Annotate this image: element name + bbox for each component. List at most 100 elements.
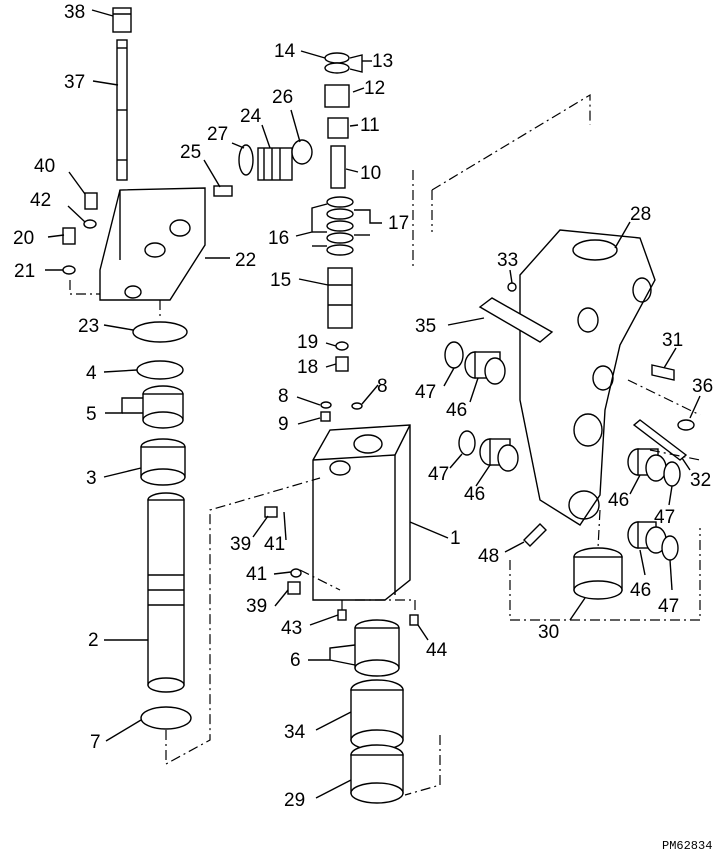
callout-1: 1 — [450, 528, 461, 549]
callout-36: 36 — [692, 376, 713, 397]
callout-8-left: 8 — [278, 386, 289, 407]
part-7-o-ring — [140, 706, 192, 730]
part-1-valve-body — [312, 424, 411, 601]
part-39-plug-lower — [287, 581, 301, 595]
part-42-washer — [83, 219, 97, 229]
callout-34: 34 — [284, 722, 306, 743]
callout-27: 27 — [207, 124, 228, 145]
part-4-ring — [136, 360, 184, 380]
part-31-fitting — [651, 364, 675, 381]
callout-47-3: 47 — [654, 507, 675, 528]
part-41-ring-lower — [290, 568, 302, 578]
part-10-pin — [330, 145, 346, 189]
part-5-seal — [142, 385, 184, 429]
part-9-plug — [320, 411, 331, 422]
part-25-screw — [213, 185, 233, 197]
leader-lines — [45, 9, 701, 799]
part-6-seal — [354, 619, 400, 677]
part-27-ring — [238, 144, 254, 176]
part-35-pin — [478, 297, 554, 343]
callout-8-right: 8 — [377, 376, 388, 397]
callout-47-2: 47 — [428, 464, 449, 485]
part-24-spring — [257, 147, 293, 181]
part-16-spacers — [326, 196, 354, 256]
part-3-bushing — [140, 438, 186, 486]
callout-15: 15 — [270, 270, 291, 291]
part-2-spool — [147, 492, 185, 693]
callout-labels: 38 37 14 13 12 26 27 24 11 25 10 40 42 1… — [13, 2, 713, 811]
part-43-plug — [337, 609, 347, 621]
part-15-piston — [327, 267, 353, 329]
part-20-bolt — [62, 227, 76, 245]
part-34-bushing — [350, 679, 404, 751]
callout-22: 22 — [235, 250, 256, 271]
part-46-bushing-3 — [627, 448, 667, 482]
callout-24: 24 — [240, 106, 262, 127]
callout-29: 29 — [284, 790, 305, 811]
part-33-fitting — [507, 282, 517, 292]
callout-12: 12 — [364, 78, 385, 99]
part-47-seal-2 — [458, 430, 476, 456]
callout-42: 42 — [30, 190, 51, 211]
part-8-ring-right — [351, 402, 363, 410]
callout-33: 33 — [497, 250, 518, 271]
part-23-o-ring — [132, 321, 188, 343]
part-26-cap — [291, 139, 313, 165]
callout-38: 38 — [64, 2, 85, 23]
part-30-bushing — [573, 547, 623, 600]
callout-14: 14 — [274, 41, 296, 62]
callout-9: 9 — [278, 414, 289, 435]
callout-39-upper: 39 — [230, 534, 251, 555]
part-11-sleeve — [327, 117, 349, 139]
part-47-seal-4 — [661, 535, 679, 561]
callout-20: 20 — [13, 228, 34, 249]
callout-43: 43 — [281, 618, 302, 639]
callout-44: 44 — [426, 640, 448, 661]
callout-19: 19 — [297, 332, 318, 353]
assembly-centerlines — [69, 93, 701, 796]
part-29-bushing — [350, 744, 404, 804]
callout-25: 25 — [180, 142, 201, 163]
part-46-bushing-1 — [464, 351, 506, 385]
callout-5: 5 — [86, 404, 97, 425]
part-28-bracket — [519, 229, 656, 526]
part-21-washer — [62, 265, 76, 275]
callout-30: 30 — [538, 622, 559, 643]
callout-6: 6 — [290, 650, 301, 671]
callout-3: 3 — [86, 468, 97, 489]
part-12-plug — [324, 84, 350, 108]
callout-10: 10 — [360, 163, 381, 184]
callout-46-4: 46 — [630, 580, 651, 601]
callout-4: 4 — [86, 363, 97, 384]
part-36-clip — [677, 419, 695, 431]
part-40-bolt — [84, 192, 98, 210]
callout-31: 31 — [662, 330, 683, 351]
part-48-fitting — [523, 523, 547, 547]
part-14-ring — [324, 52, 350, 64]
callout-18: 18 — [297, 357, 318, 378]
part-22-housing — [99, 187, 206, 301]
callout-32: 32 — [690, 470, 711, 491]
callout-35: 35 — [415, 316, 436, 337]
callout-2: 2 — [88, 630, 99, 651]
callout-47-1: 47 — [415, 382, 436, 403]
callout-46-1: 46 — [446, 400, 467, 421]
part-8-ring-left — [320, 401, 332, 409]
callout-23: 23 — [78, 316, 99, 337]
callout-37: 37 — [64, 72, 85, 93]
callout-41-lower: 41 — [246, 564, 267, 585]
callout-48: 48 — [478, 546, 499, 567]
drawing-code: PM62834 — [662, 839, 712, 853]
callout-46-3: 46 — [608, 490, 629, 511]
part-46-bushing-4 — [627, 521, 667, 554]
callout-46-2: 46 — [464, 484, 485, 505]
callout-41-upper: 41 — [264, 534, 285, 555]
callout-47-4: 47 — [658, 596, 679, 617]
callout-13: 13 — [372, 51, 393, 72]
part-39-plug-upper — [264, 506, 278, 518]
callout-39-lower: 39 — [246, 596, 267, 617]
callout-7: 7 — [90, 732, 101, 753]
callout-16: 16 — [268, 228, 289, 249]
